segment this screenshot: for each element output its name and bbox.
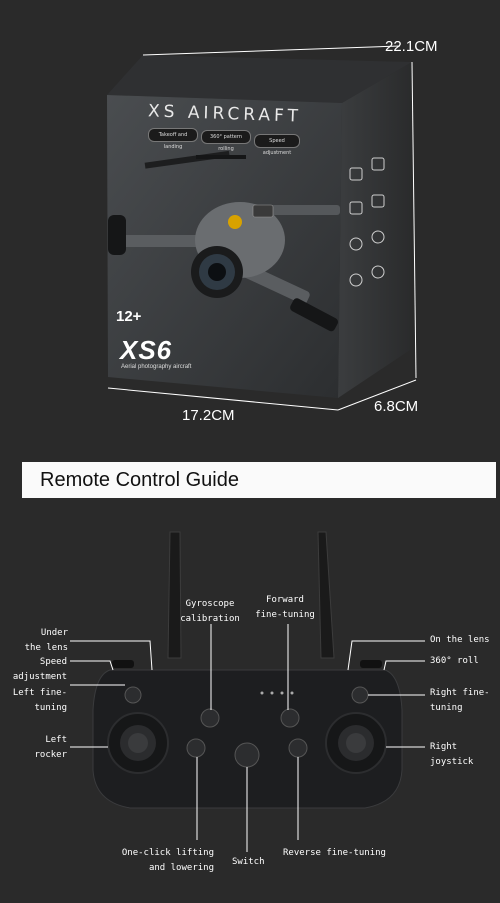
label-on-the-lens: On the lens — [430, 635, 490, 645]
label-left-fine-tuning: Left fine-tuning — [12, 688, 67, 713]
label-360-roll: 360° roll — [430, 656, 479, 666]
tagline: Aerial photography aircraft — [121, 364, 192, 370]
guide-title: Remote Control Guide — [40, 469, 239, 491]
label-reverse: Reverse fine-tuning — [283, 848, 386, 858]
height-dimension: 22.1CM — [385, 38, 438, 55]
depth-dimension: 6.8CM — [374, 398, 419, 415]
feature-pill-3: Speed adjustment — [254, 134, 300, 156]
feature-pill-2: 360° pattern rolling — [201, 130, 251, 152]
model-logo: XS6 — [120, 335, 173, 365]
guide-banner: Remote Control Guide — [22, 462, 496, 498]
label-right-fine-tuning: Right fine-tuning — [430, 688, 490, 713]
feature-icons — [349, 157, 385, 287]
controller — [70, 531, 425, 852]
age-badge: 12+ — [116, 308, 142, 325]
drone-image — [108, 150, 340, 332]
width-dimension: 17.2CM — [182, 407, 235, 424]
feature-pill-1: Takeoff and landing — [148, 128, 198, 150]
label-switch: Switch — [232, 857, 265, 867]
product-box — [107, 45, 417, 411]
